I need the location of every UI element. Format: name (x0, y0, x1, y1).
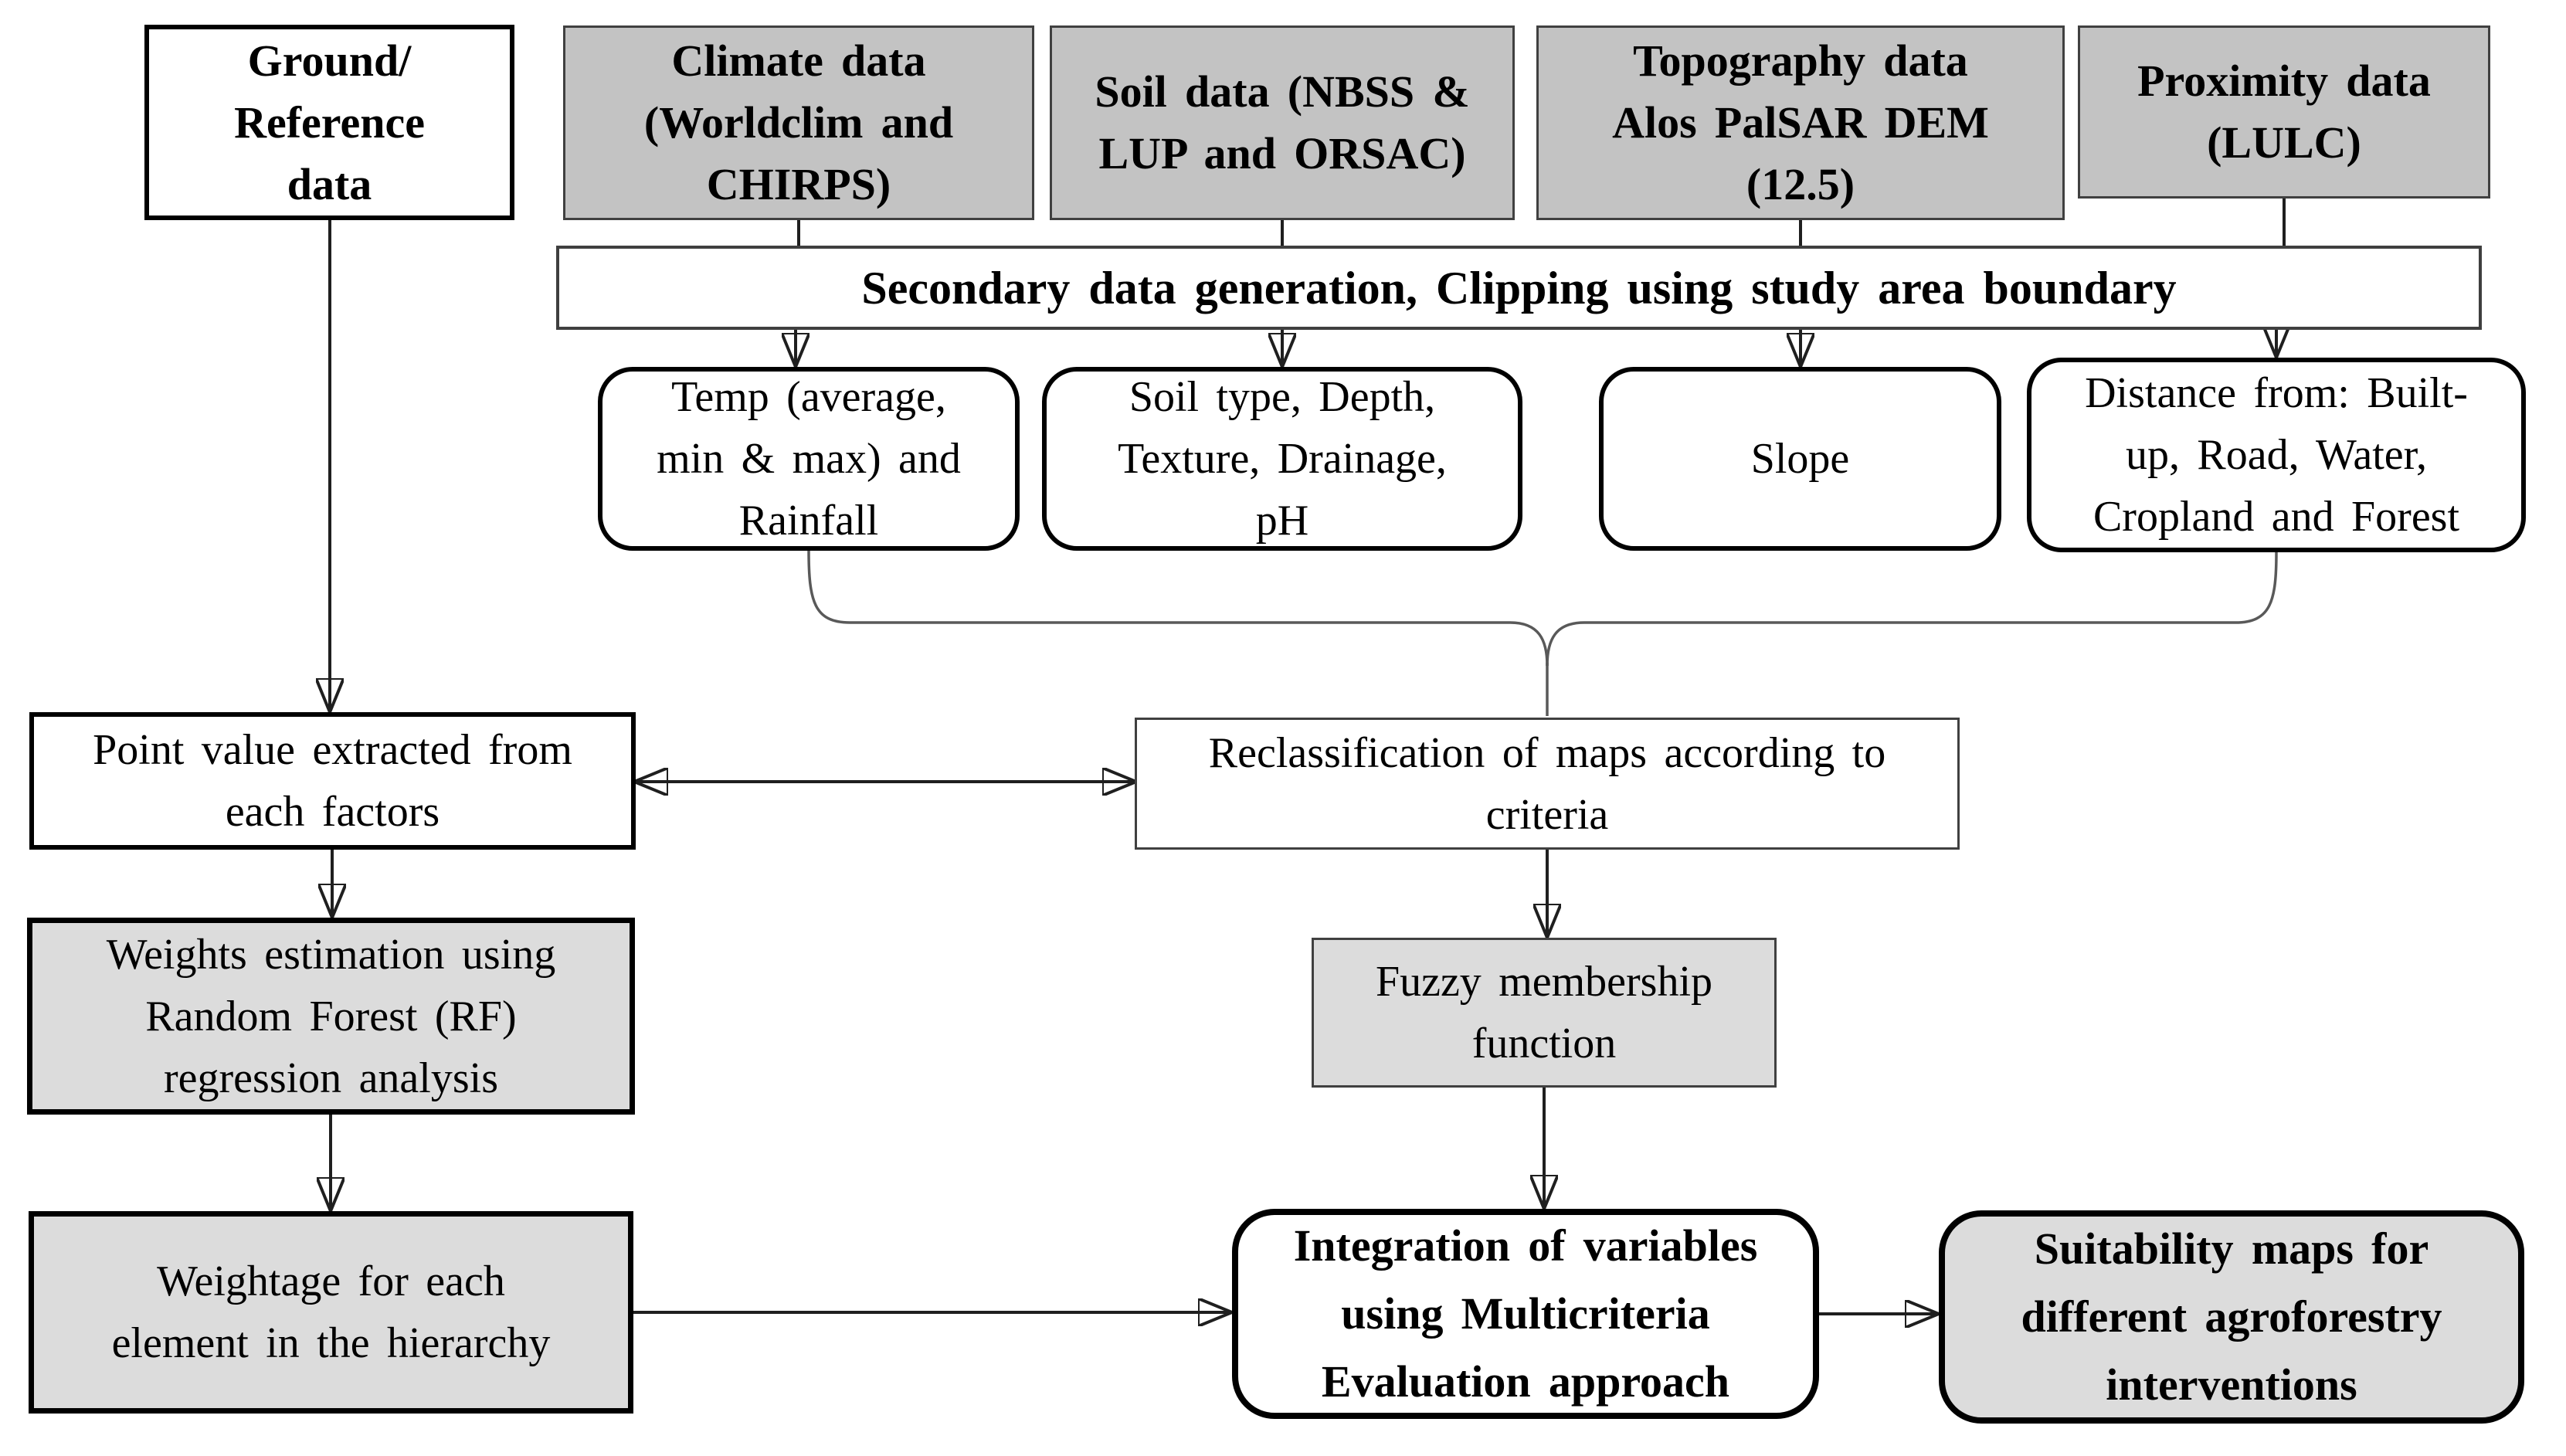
distance-from-label: Distance from: Built- up, Road, Water, C… (2085, 369, 2468, 541)
secondary-data-generation-label: Secondary data generation, Clipping usin… (861, 262, 2177, 314)
proximity-data-box: Proximity data (LULC) (2078, 25, 2490, 199)
ground-reference-data-box: Ground/ Reference data (144, 25, 514, 220)
integration-multicriteria-box: Integration of variables using Multicrit… (1232, 1209, 1819, 1419)
suitability-maps-box: Suitability maps for different agrofores… (1939, 1210, 2524, 1424)
topography-data-label: Topography data Alos PalSAR DEM (12.5) (1612, 36, 1989, 209)
fuzzy-membership-label: Fuzzy membership function (1375, 958, 1713, 1067)
reclassification-label: Reclassification of maps according to cr… (1208, 728, 1886, 839)
integration-multicriteria-label: Integration of variables using Multicrit… (1293, 1220, 1758, 1407)
secondary-data-generation-bar: Secondary data generation, Clipping usin… (556, 246, 2482, 330)
slope-label: Slope (1750, 435, 1850, 483)
distance-from-box: Distance from: Built- up, Road, Water, C… (2027, 358, 2526, 552)
soil-type-label: Soil type, Depth, Texture, Drainage, pH (1118, 373, 1447, 545)
proximity-data-label: Proximity data (LULC) (2137, 56, 2431, 168)
weightage-label: Weightage for each element in the hierar… (111, 1257, 551, 1367)
soil-data-box: Soil data (NBSS & LUP and ORSAC) (1050, 25, 1515, 220)
fuzzy-membership-box: Fuzzy membership function (1312, 938, 1777, 1088)
climate-data-box: Climate data (Worldclim and CHIRPS) (563, 25, 1034, 220)
weightage-box: Weightage for each element in the hierar… (29, 1211, 633, 1414)
weights-estimation-box: Weights estimation using Random Forest (… (27, 918, 635, 1115)
soil-type-box: Soil type, Depth, Texture, Drainage, pH (1042, 367, 1522, 551)
temp-rainfall-label: Temp (average, min & max) and Rainfall (657, 373, 961, 545)
climate-data-label: Climate data (Worldclim and CHIRPS) (643, 36, 954, 209)
topography-data-box: Topography data Alos PalSAR DEM (12.5) (1536, 25, 2065, 220)
soil-data-label: Soil data (NBSS & LUP and ORSAC) (1095, 66, 1470, 178)
reclassification-box: Reclassification of maps according to cr… (1135, 718, 1960, 850)
suitability-maps-label: Suitability maps for different agrofores… (2021, 1224, 2442, 1410)
brace-left (807, 550, 1549, 667)
point-value-box: Point value extracted from each factors (29, 712, 636, 850)
slope-box: Slope (1599, 367, 2001, 551)
temp-rainfall-box: Temp (average, min & max) and Rainfall (598, 367, 1020, 551)
ground-reference-data-label: Ground/ Reference data (234, 35, 425, 209)
brace-right (1546, 552, 2278, 667)
point-value-label: Point value extracted from each factors (93, 726, 572, 836)
weights-estimation-label: Weights estimation using Random Forest (… (106, 930, 556, 1102)
